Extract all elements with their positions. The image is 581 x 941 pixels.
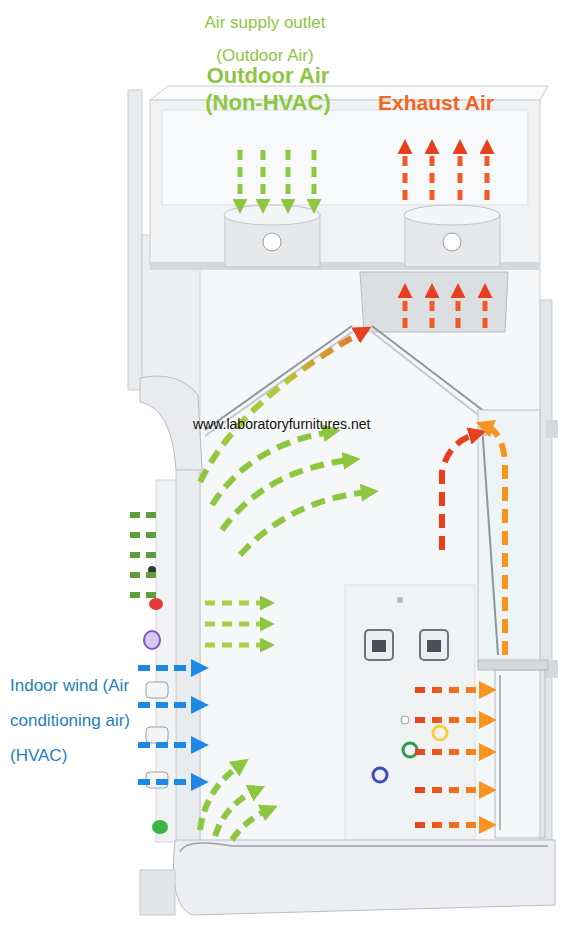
exhaust-arrow — [403, 148, 408, 200]
sash-bar — [478, 660, 548, 670]
valve-red — [149, 598, 163, 610]
lower-frame — [495, 670, 545, 838]
top-inner — [162, 110, 528, 205]
hvac-flow — [138, 702, 198, 708]
fan-top — [224, 205, 320, 225]
sash — [478, 410, 548, 838]
outdoor-inflow — [130, 592, 160, 598]
sash-edge — [482, 425, 498, 655]
airfoil-edge — [180, 843, 548, 852]
exhaust-curve — [442, 434, 476, 550]
bottom-flow — [232, 810, 268, 840]
exhaust-arrow — [430, 148, 435, 200]
hvac-flow — [138, 665, 198, 671]
exhaust-collar — [205, 272, 508, 436]
exhaust-arrow — [483, 292, 488, 328]
nozzle — [401, 716, 409, 724]
outdoor-inflow — [130, 512, 160, 518]
panel-screw — [397, 597, 403, 603]
wall-post — [176, 470, 200, 842]
outdoor-inflow — [130, 552, 160, 558]
baffle-edge — [372, 332, 482, 418]
exhaust-arrow — [403, 292, 408, 328]
outdoor-flow — [205, 643, 266, 648]
sash-flow — [486, 426, 505, 655]
sash-glass — [478, 410, 540, 662]
hvac-flow — [138, 742, 198, 748]
flow-curve — [222, 460, 350, 530]
work-flow — [415, 822, 486, 828]
valve-green — [152, 820, 168, 834]
collar-box — [360, 272, 508, 332]
exhaust-arrow — [430, 292, 435, 328]
side-duct — [128, 90, 142, 390]
flow-curve — [240, 492, 368, 555]
exhaust-arrow — [456, 292, 461, 328]
exhaust-arrow — [485, 148, 490, 200]
airflow-label: Exhaust Air — [378, 90, 538, 116]
airflow-arrows — [130, 148, 505, 840]
watermark: www.laboratoryfurnitures.net — [193, 415, 433, 433]
work-flow — [415, 749, 486, 755]
work-flow — [415, 717, 486, 723]
left-wall — [140, 376, 202, 842]
power-outlet — [420, 630, 448, 660]
valve — [146, 727, 168, 743]
airfoil-body — [173, 840, 555, 915]
airflow-label: Outdoor Air (Non-HVAC) — [188, 62, 348, 116]
supply-arrow — [286, 150, 291, 205]
fan-top — [404, 205, 500, 225]
baffle — [372, 326, 485, 412]
outdoor-flow — [205, 622, 266, 627]
back-panel — [345, 585, 475, 840]
valve-purple — [144, 631, 160, 649]
supply-arrow — [312, 150, 317, 205]
bottom-flow — [215, 790, 256, 836]
interior-back — [200, 268, 540, 843]
supply-arrow — [238, 150, 243, 205]
fan-hub — [443, 233, 461, 251]
exhaust-arrow — [458, 148, 463, 200]
upper-airfoil — [140, 376, 202, 470]
cabinet — [128, 86, 558, 900]
outlet-socket — [427, 640, 441, 652]
outdoor-inflow — [130, 572, 160, 578]
frame-edge — [499, 675, 501, 830]
right-side — [540, 300, 552, 900]
fan-hub — [263, 233, 281, 251]
bottom-flow — [200, 765, 240, 830]
service-ring — [403, 743, 417, 757]
service-ring — [433, 726, 447, 740]
hvac-flow — [138, 779, 198, 785]
work-flow — [415, 687, 486, 693]
foot — [140, 870, 175, 915]
outlet-socket — [372, 640, 386, 652]
service-panel — [345, 585, 475, 840]
service-ring — [373, 768, 387, 782]
outdoor-flow — [205, 601, 266, 606]
supply-arrow — [261, 150, 266, 205]
power-outlet — [365, 630, 393, 660]
outdoor-inflow — [130, 532, 160, 538]
baffle — [205, 326, 352, 430]
valve — [146, 682, 168, 698]
fans — [224, 205, 500, 267]
airflow-label: Indoor wind (Air conditioning air) (HVAC… — [10, 668, 175, 773]
work-flow — [415, 787, 486, 793]
side-bracket — [546, 420, 558, 438]
bottom-airfoil — [140, 840, 555, 915]
airflow-label: Air supply outlet (Outdoor Air) — [170, 6, 360, 72]
